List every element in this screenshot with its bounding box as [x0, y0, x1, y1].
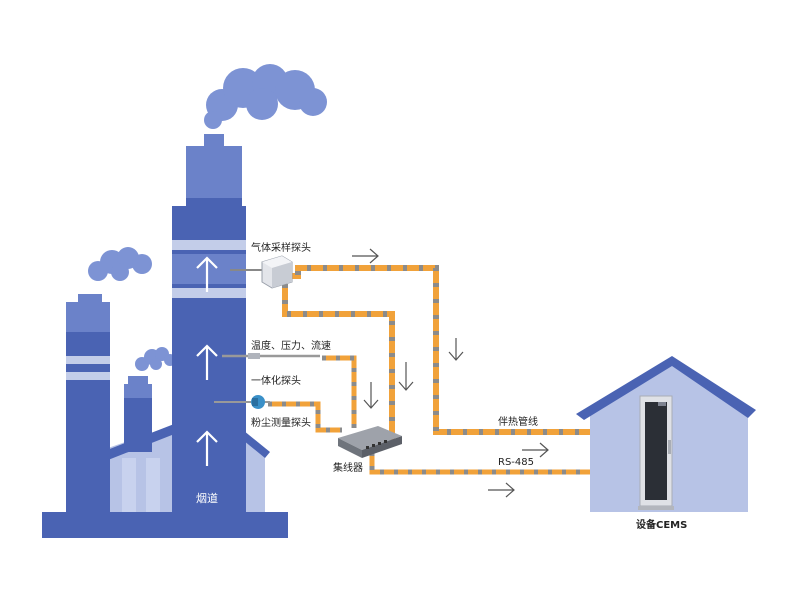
down-arrow-icon — [448, 338, 464, 361]
cems-label: 设备CEMS — [636, 518, 687, 531]
pipe-gas-to-hub — [282, 284, 395, 440]
heat-trace-pipe-main — [296, 255, 298, 262]
main-smoke-cloud — [204, 64, 327, 129]
temp-pressure-flow-label: 温度、压力、流速 — [251, 339, 331, 352]
main-chimney: 烟道 — [172, 134, 246, 512]
down-arrow-icon — [398, 362, 414, 391]
heat-trace-pipes — [268, 255, 640, 475]
small-smoke-cloud — [135, 347, 176, 371]
small-chimney — [124, 376, 152, 452]
cems-house — [576, 356, 756, 512]
dust-probe-label: 粉尘测量探头 — [251, 416, 311, 429]
hub-label: 集线器 — [333, 461, 363, 474]
temp-pressure-flow-probe — [222, 353, 320, 359]
rs485-label: RS-485 — [498, 457, 534, 468]
pipe-dust-to-hub — [268, 401, 342, 433]
left-chimney — [66, 294, 110, 512]
down-arrow-icon — [363, 382, 379, 409]
ground-base — [42, 512, 288, 538]
up-arrow-icon — [196, 344, 218, 380]
up-arrow-icon — [196, 256, 218, 292]
dust-measurement-probe — [214, 395, 270, 409]
cems-cabinet — [638, 395, 674, 510]
right-arrow-icon — [488, 482, 515, 498]
pipe-gas-to-cems — [283, 265, 640, 435]
smoke-clouds — [88, 64, 327, 371]
pipe-rs485 — [369, 452, 640, 475]
right-arrow-icon — [352, 248, 379, 264]
left-smoke-cloud — [88, 247, 152, 281]
heat-trace-label: 伴热管线 — [498, 415, 538, 428]
pipe-temp-to-hub — [322, 355, 357, 428]
up-arrow-icon — [196, 430, 218, 466]
chimney-label: 烟道 — [196, 491, 218, 505]
direction-arrows — [352, 248, 549, 498]
integrated-probe-label: 一体化探头 — [251, 374, 301, 387]
gas-probe-label: 气体采样探头 — [251, 241, 311, 254]
gas-sampling-probe — [230, 255, 293, 289]
right-arrow-icon — [522, 442, 549, 458]
hub-device — [338, 426, 402, 458]
